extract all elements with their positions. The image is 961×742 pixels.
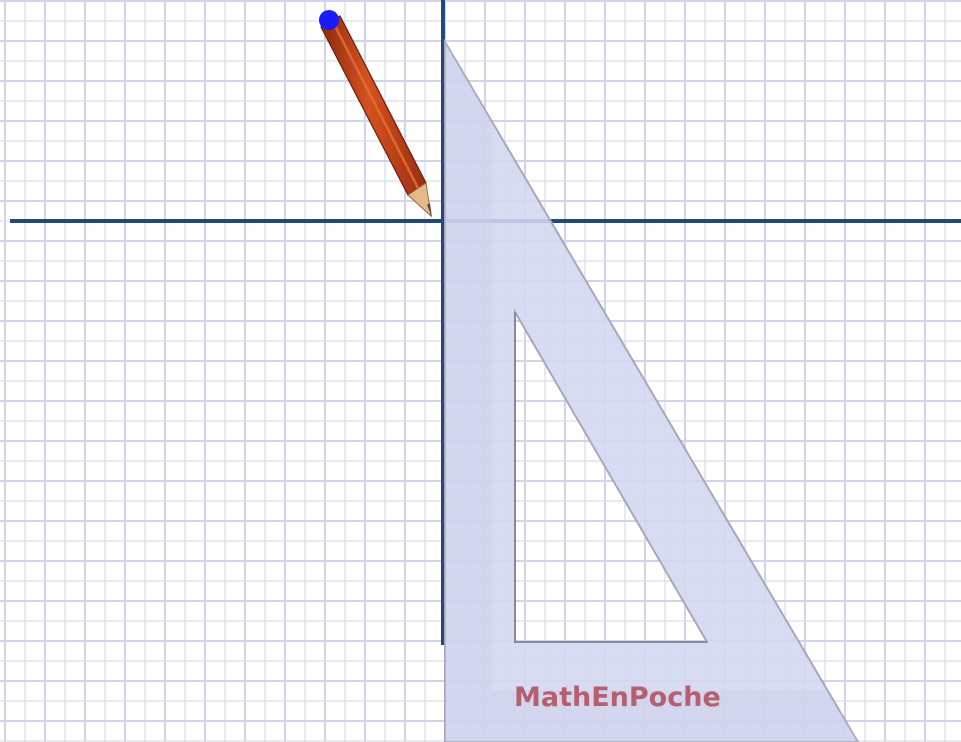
set-square-hole-edge [514,312,707,643]
set-square-bevel [445,42,858,742]
set-square-brand-label: MathEnPoche [514,682,721,713]
pencil-highlight [331,21,420,189]
pencil-tip-graphite [427,203,432,217]
pencil-body [320,15,427,196]
set-square[interactable]: MathEnPoche [444,38,860,742]
pencil-tip-wood [407,182,432,218]
set-square-body[interactable] [444,38,860,742]
pencil-icon[interactable] [319,10,432,218]
pencil-handle[interactable] [319,10,339,30]
